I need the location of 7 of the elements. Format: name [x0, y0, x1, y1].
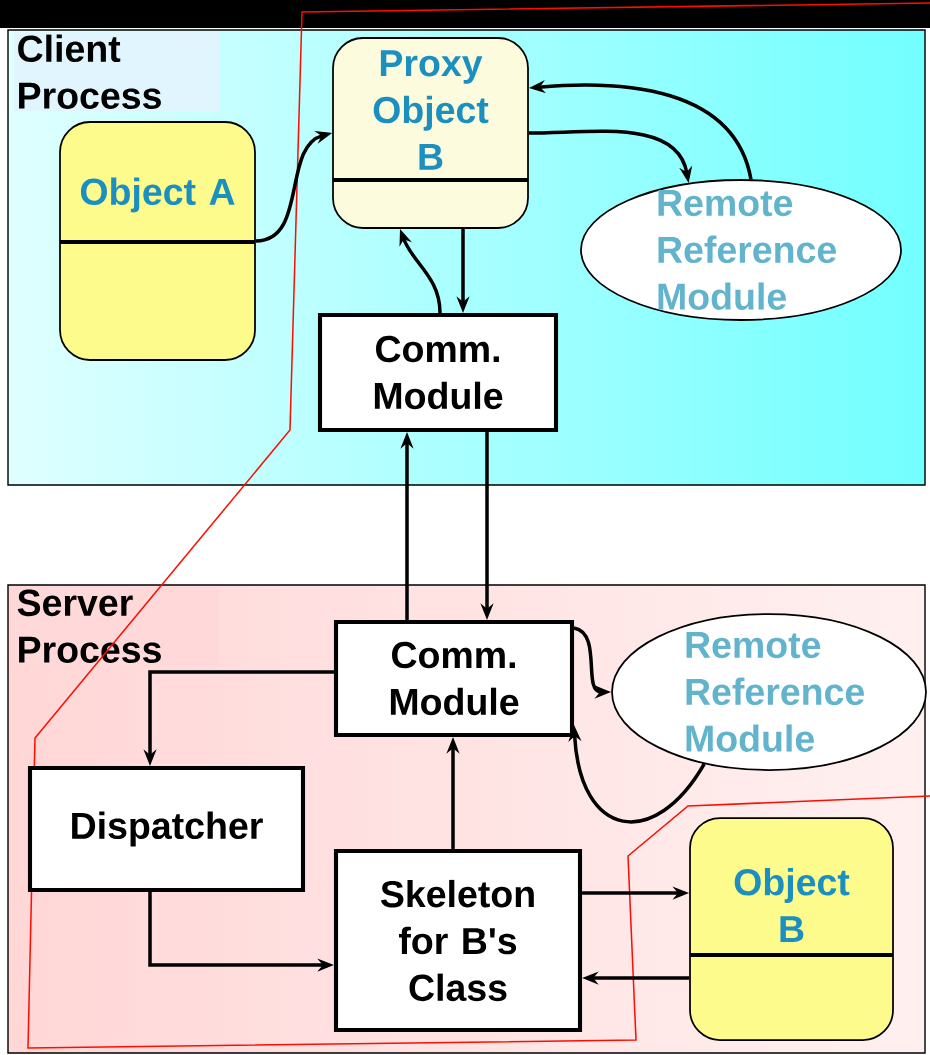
module-box: Skeleton for B's Class [333, 848, 583, 1033]
object-box: Proxy Object B [332, 37, 529, 229]
module-box: Dispatcher [27, 765, 306, 893]
module-box: Comm. Module [333, 619, 575, 738]
object-box: Object A [59, 121, 256, 361]
module-box: Comm. Module [317, 312, 559, 433]
object-box: Object B [689, 817, 894, 1041]
